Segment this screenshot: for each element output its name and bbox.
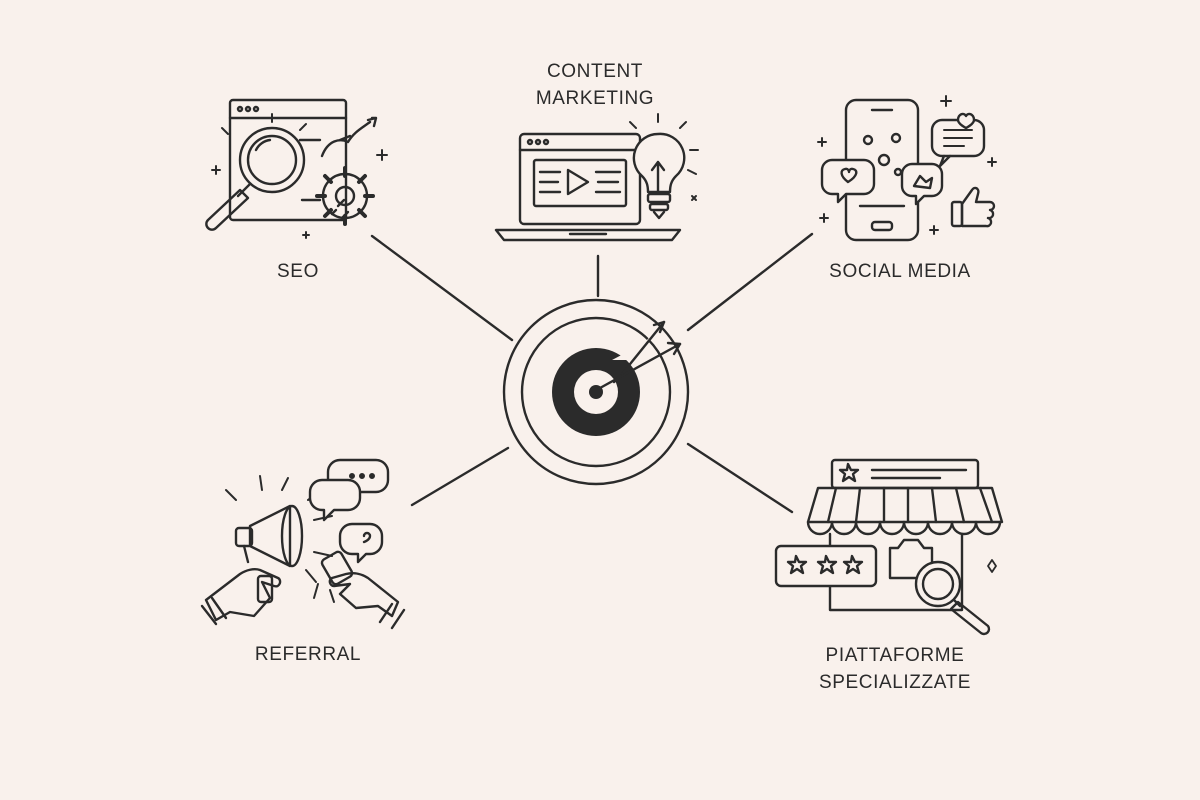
laptop-lightbulb-icon [494, 113, 699, 242]
connector-referral [410, 446, 510, 507]
node-label-seo: SEO [277, 261, 319, 282]
storefront-reviews-icon [774, 458, 1004, 636]
node-label-specialized-platforms: PIATTAFORME SPECIALIZZATE [818, 645, 972, 693]
connector-social-media [686, 232, 814, 332]
connector-seo [370, 234, 514, 342]
node-label-referral: REFERRAL [254, 644, 362, 665]
connectors [370, 232, 814, 514]
node-label-social-media: SOCIAL MEDIA [829, 261, 971, 282]
connector-specialized-platforms [686, 442, 794, 514]
magnifier-gear-icon [205, 98, 388, 239]
megaphone-hands-icon [200, 458, 406, 630]
smartphone-social-icon [817, 95, 997, 242]
node-label-content-marketing: CONTENT MARKETING [535, 61, 655, 109]
target-icon [502, 298, 690, 486]
